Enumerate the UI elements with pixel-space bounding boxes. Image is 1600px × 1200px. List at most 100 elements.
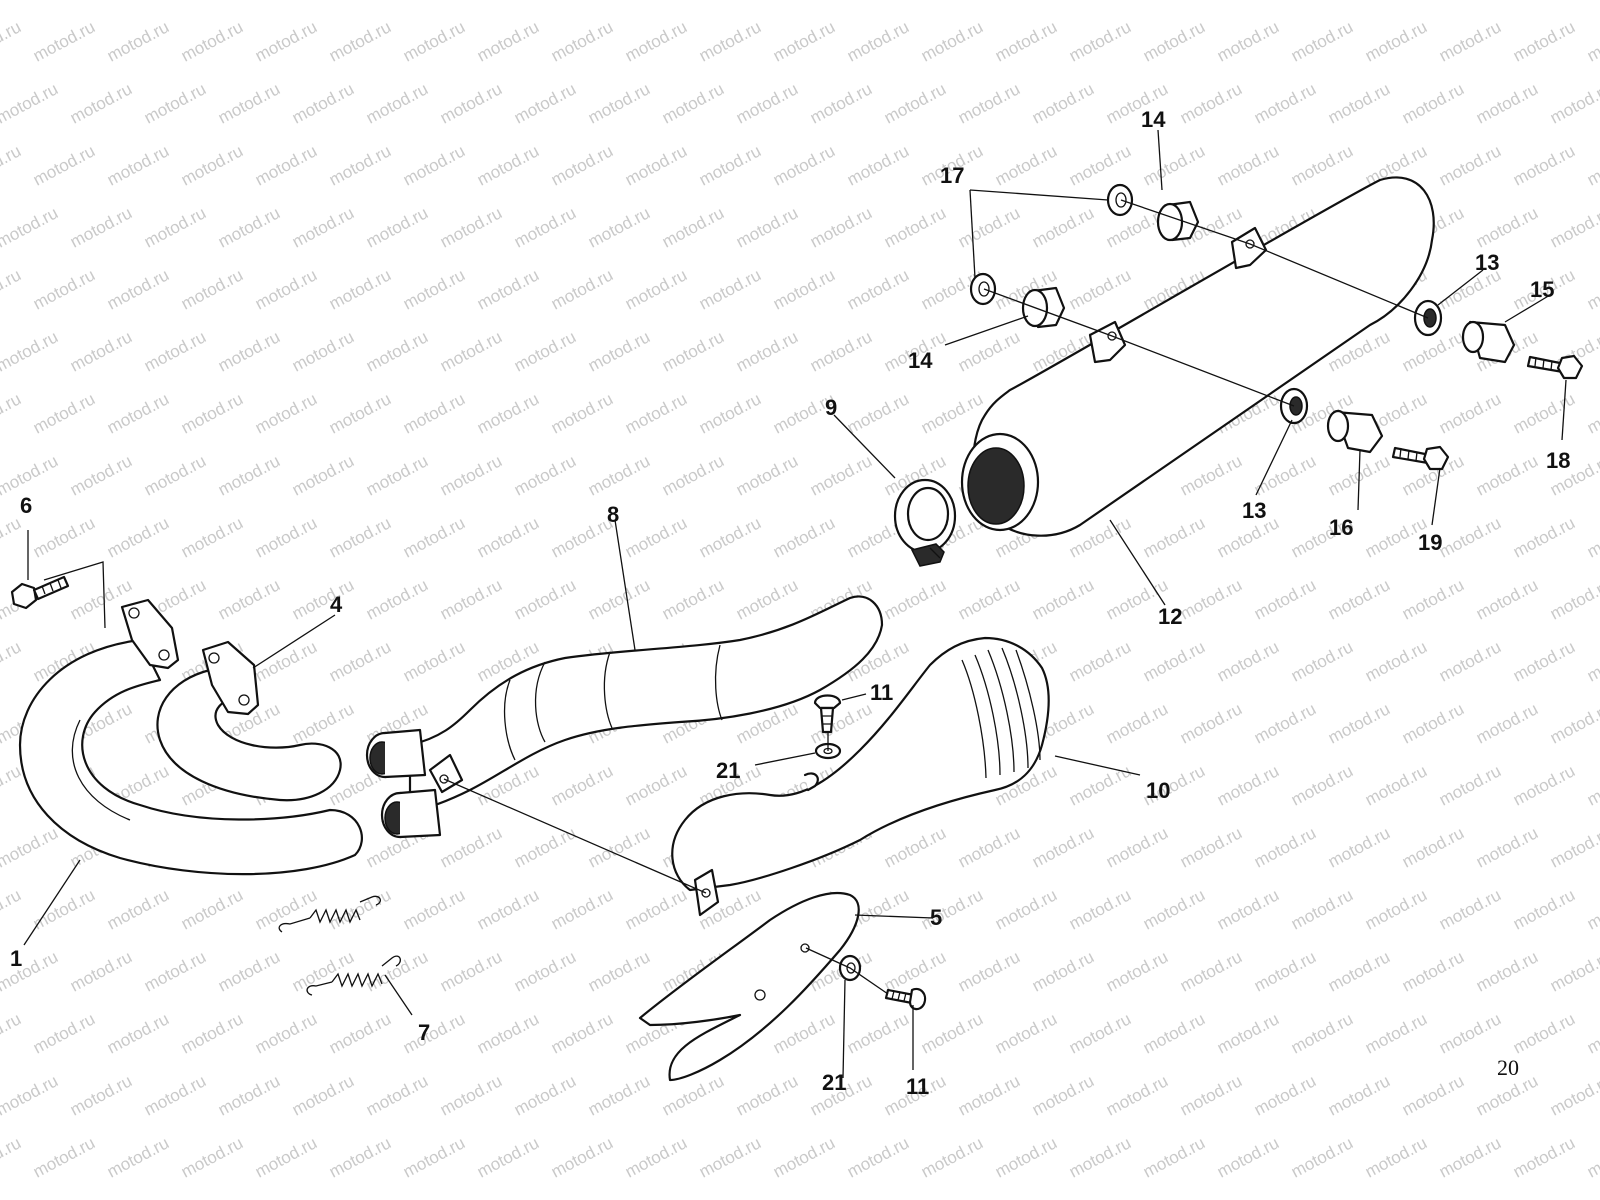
watermark-text: motod.ru: [992, 1009, 1060, 1057]
watermark-text: motod.ru: [1288, 885, 1356, 933]
watermark-text: motod.ru: [141, 327, 209, 375]
watermark-text: motod.ru: [733, 0, 801, 4]
watermark-text: motod.ru: [215, 451, 283, 499]
clamp-9: [893, 478, 957, 567]
watermark-text: motod.ru: [1177, 79, 1245, 127]
watermark-text: motod.ru: [437, 327, 505, 375]
watermark-text: motod.ru: [326, 1009, 394, 1057]
watermark-text: motod.ru: [511, 823, 579, 871]
watermark-text: motod.ru: [0, 1009, 24, 1057]
watermark-text: motod.ru: [215, 203, 283, 251]
watermark-text: motod.ru: [1510, 17, 1578, 65]
callout-12: 12: [1158, 604, 1182, 629]
watermark-text: motod.ru: [696, 1133, 764, 1181]
watermark-text: motod.ru: [548, 1009, 616, 1057]
watermark-text: motod.ru: [585, 947, 653, 995]
watermark-text: motod.ru: [1288, 1009, 1356, 1057]
watermark-text: motod.ru: [1325, 575, 1393, 623]
watermark-text: motod.ru: [807, 0, 875, 4]
watermark-text: motod.ru: [326, 1133, 394, 1181]
watermark-text: motod.ru: [326, 637, 394, 685]
watermark-text: motod.ru: [1473, 0, 1541, 4]
watermark-text: motod.ru: [1547, 79, 1600, 127]
watermark-text: motod.ru: [141, 0, 209, 4]
watermark-text: motod.ru: [178, 885, 246, 933]
watermark-text: motod.ru: [1473, 203, 1541, 251]
callout-8: 8: [607, 502, 619, 527]
watermark-text: motod.ru: [622, 885, 690, 933]
watermark-text: motod.ru: [363, 79, 431, 127]
watermark-text: motod.ru: [733, 575, 801, 623]
watermark-text: motod.ru: [1066, 141, 1134, 189]
watermark-text: motod.ru: [659, 203, 727, 251]
watermark-text: motod.ru: [918, 1009, 986, 1057]
collector-pipe-8: [365, 595, 884, 839]
spacer-14-lower: [1021, 286, 1066, 329]
watermark-text: motod.ru: [992, 141, 1060, 189]
callout-19: 19: [1418, 530, 1442, 555]
watermark-text: motod.ru: [67, 947, 135, 995]
watermark-text: motod.ru: [252, 885, 320, 933]
watermark-text: motod.ru: [363, 327, 431, 375]
watermark-text: motod.ru: [1066, 17, 1134, 65]
watermark-text: motod.ru: [252, 389, 320, 437]
watermark-text: motod.ru: [289, 0, 357, 4]
watermark-text: motod.ru: [1214, 1133, 1282, 1181]
watermark-text: motod.ru: [696, 265, 764, 313]
callout-10: 10: [1146, 778, 1170, 803]
watermark-text: motod.ru: [30, 1009, 98, 1057]
watermark-text: motod.ru: [548, 761, 616, 809]
callout-13-lower: 13: [1242, 498, 1266, 523]
watermark-text: motod.ru: [289, 1071, 357, 1119]
watermark-text: motod.ru: [474, 885, 542, 933]
watermark-text: motod.ru: [548, 389, 616, 437]
leader-lines: [23, 129, 1567, 1079]
watermark-text: motod.ru: [1103, 1071, 1171, 1119]
callout-11-upper: 11: [870, 680, 893, 705]
watermark-text: motod.ru: [770, 1133, 838, 1181]
watermark-text: motod.ru: [1140, 513, 1208, 561]
watermark-text: motod.ru: [1547, 0, 1600, 4]
watermark-text: motod.ru: [585, 203, 653, 251]
callout-4: 4: [330, 592, 343, 617]
spacer-15: [1461, 320, 1516, 364]
callout-21-lower: 21: [822, 1070, 846, 1095]
watermark-text: motod.ru: [770, 1009, 838, 1057]
watermark-text: motod.ru: [104, 513, 172, 561]
watermark-text: motod.ru: [955, 79, 1023, 127]
watermark-text: motod.ru: [807, 327, 875, 375]
spring-7-upper: [278, 895, 381, 933]
watermark-text: motod.ru: [363, 0, 431, 4]
watermark-text: motod.ru: [585, 451, 653, 499]
watermark-text: motod.ru: [1584, 637, 1600, 685]
watermark-text: motod.ru: [0, 141, 24, 189]
watermark-text: motod.ru: [252, 1009, 320, 1057]
watermark-text: motod.ru: [1399, 947, 1467, 995]
watermark-text: motod.ru: [252, 513, 320, 561]
watermark-text: motod.ru: [400, 637, 468, 685]
watermark-text: motod.ru: [0, 389, 24, 437]
watermark-text: motod.ru: [844, 17, 912, 65]
callout-9: 9: [825, 395, 837, 420]
watermark-text: motod.ru: [511, 203, 579, 251]
watermark-text: motod.ru: [474, 265, 542, 313]
watermark-text: motod.ru: [437, 451, 505, 499]
watermark-text: motod.ru: [770, 17, 838, 65]
watermark-text: motod.ru: [1436, 1133, 1504, 1181]
watermark-text: motod.ru: [326, 265, 394, 313]
watermark-text: motod.ru: [67, 0, 135, 4]
watermark-text: motod.ru: [733, 203, 801, 251]
watermark-text: motod.ru: [1362, 17, 1430, 65]
watermark-text: motod.ru: [955, 327, 1023, 375]
watermark-text: motod.ru: [955, 823, 1023, 871]
watermark-text: motod.ru: [474, 389, 542, 437]
watermark-text: motod.ru: [511, 1071, 579, 1119]
watermark-text: motod.ru: [1288, 1133, 1356, 1181]
watermark-text: motod.ru: [1029, 947, 1097, 995]
watermark-text: motod.ru: [1473, 823, 1541, 871]
watermark-text: motod.ru: [1584, 265, 1600, 313]
watermark-text: motod.ru: [1584, 1009, 1600, 1057]
watermark-text: motod.ru: [1177, 1071, 1245, 1119]
callout-11-lower: 11: [906, 1074, 929, 1099]
callout-6: 6: [20, 493, 32, 518]
